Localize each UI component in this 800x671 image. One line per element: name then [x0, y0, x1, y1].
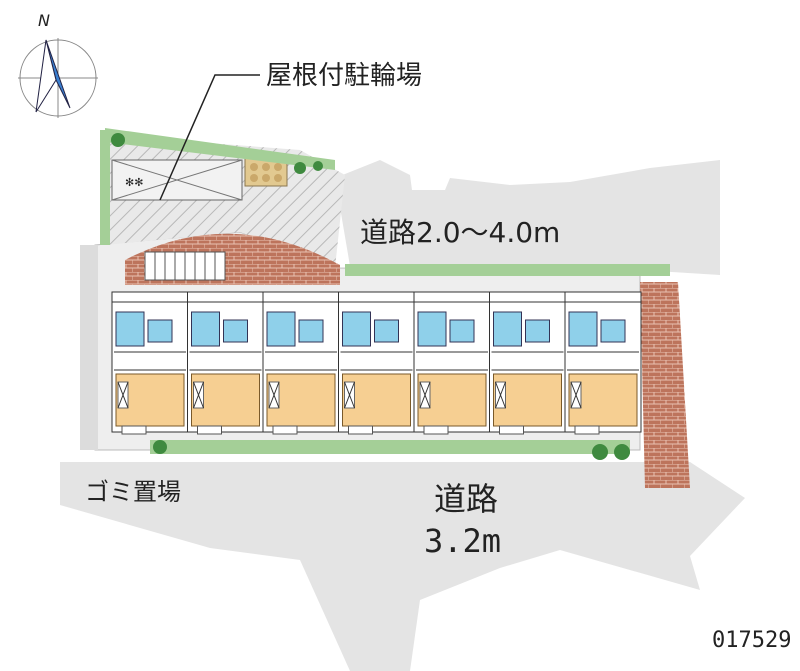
svg-text:✻✻: ✻✻: [125, 176, 143, 189]
left-strip: [80, 245, 98, 450]
unit-bath: [493, 311, 522, 347]
unit-balcony-rail: [348, 425, 373, 435]
unit-balcony-rail: [121, 425, 147, 435]
unit-balcony-rail: [574, 425, 600, 435]
hedge-left: [100, 130, 110, 245]
unit-washroom: [298, 319, 324, 343]
brick-wall-right: [640, 282, 690, 488]
compass-letter: N: [38, 11, 50, 30]
unit-bath: [115, 311, 145, 347]
compass-icon: N: [18, 11, 98, 118]
unit-washroom: [374, 319, 399, 343]
unit-washroom: [600, 319, 626, 343]
apartment-units: [111, 291, 642, 435]
unit-balcony-rail: [272, 425, 298, 435]
bike-parking-label: 屋根付駐輪場: [266, 61, 422, 91]
hedge-top: [105, 128, 335, 170]
upper-road-label: 道路2.0～4.0m: [360, 216, 560, 249]
lawn-strip-top: [345, 264, 670, 276]
lower-road: [60, 462, 745, 671]
unit-balcony-rail: [197, 425, 222, 435]
lower-road-width: 3.2m: [424, 522, 501, 560]
unit-bath: [266, 311, 296, 347]
unit-bath: [342, 311, 371, 347]
garbage-label: ゴミ置場: [85, 478, 181, 506]
unit-bath: [191, 311, 220, 347]
unit-washroom: [449, 319, 475, 343]
leader-line: [159, 74, 260, 201]
unit-bath: [417, 311, 447, 347]
unit-balcony-rail: [423, 425, 449, 435]
upper-road: [335, 160, 720, 275]
unit-washroom: [525, 319, 550, 343]
lower-road-name: 道路: [434, 480, 498, 518]
unit-washroom: [147, 319, 173, 343]
property-id: 017529: [712, 628, 791, 653]
lawn-strip-bottom: [150, 440, 630, 454]
unit-balcony-rail: [499, 425, 524, 435]
unit-bath: [568, 311, 598, 347]
unit-washroom: [223, 319, 248, 343]
